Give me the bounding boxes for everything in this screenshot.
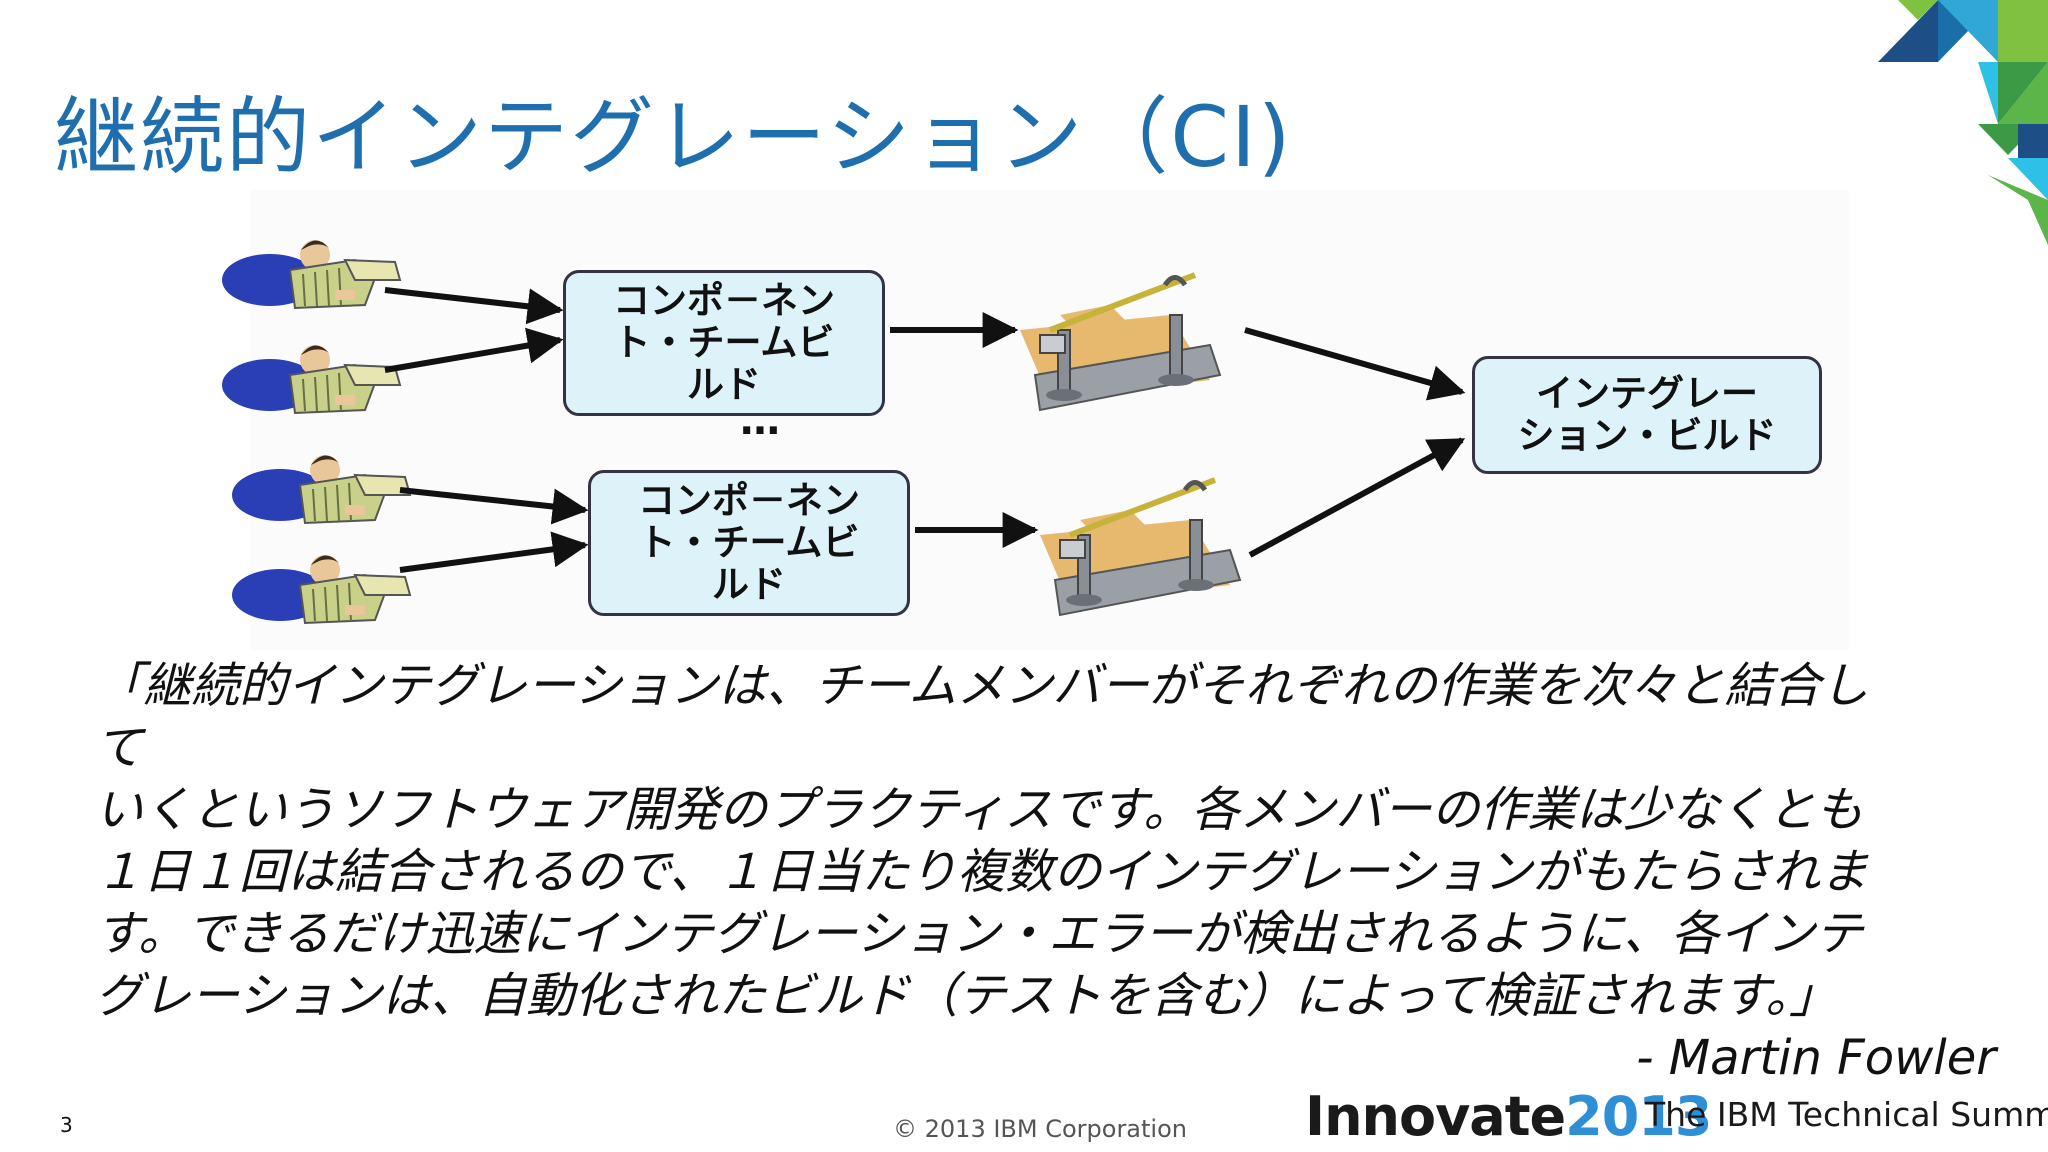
box-label-line: コンポ－ネン xyxy=(638,479,860,522)
deco-tri xyxy=(1878,0,1938,62)
brand-name: Innovate xyxy=(1305,1085,1566,1148)
deco-tri xyxy=(1938,0,1998,62)
component-build-box-2: コンポ－ネン ト・チームビ ルド xyxy=(588,470,910,616)
page-number: 3 xyxy=(60,1113,73,1137)
box-label-line: ルド xyxy=(687,363,761,406)
test-bench-icon xyxy=(1040,480,1240,615)
ci-diagram xyxy=(221,239,1466,624)
slide-title: 継続的インテグレーション（CI) xyxy=(54,88,1293,186)
developer-icon xyxy=(221,344,401,414)
deco-tri xyxy=(1988,175,2048,245)
deco-tri xyxy=(1998,0,2048,62)
brand-year: 2013 xyxy=(1565,1085,1712,1148)
developer-icon xyxy=(231,454,411,524)
tagline: The IBM Technical Summit xyxy=(1645,1095,2048,1134)
deco-tri xyxy=(1898,0,1938,20)
ellipsis: … xyxy=(740,398,784,444)
deco-tri xyxy=(2008,158,2048,200)
quote-line: １日１回は結合されるので、１日当たり複数のインテグレーションがもたらされま xyxy=(95,844,1869,900)
developer-icon xyxy=(221,239,401,309)
test-bench-icon xyxy=(1020,275,1220,410)
arrow xyxy=(399,487,589,525)
quote-author: - Martin Fowler xyxy=(1636,1030,1996,1086)
box-label-line: ト・チームビ xyxy=(613,321,835,364)
quote-line: す。できるだけ迅速にインテグレーション・エラーが検出されるように、各インテ xyxy=(95,906,1863,962)
deco-tri xyxy=(1978,62,1998,124)
box-label-line: ルド xyxy=(712,563,786,606)
quote-line: グレーションは、自動化されたビルド（テストを含む）によって検証されます。」 xyxy=(95,968,1838,1024)
box-label-line: コンポ－ネン xyxy=(613,279,835,322)
copyright: © 2013 IBM Corporation xyxy=(893,1115,1187,1143)
deco-tri xyxy=(2018,124,2048,158)
arrow xyxy=(399,531,589,573)
quote-line: 「継続的インテグレーションは、チームメンバーがそれぞれの作業を次々と結合し xyxy=(95,658,1869,714)
developer-icon xyxy=(231,554,411,624)
box-label-line: ション・ビルド xyxy=(1517,414,1777,457)
deco-tri xyxy=(1998,62,2048,124)
quote-block: 「継続的インテグレーションは、チームメンバーがそれぞれの作業を次々と結合し て … xyxy=(95,655,1995,1027)
corner-decoration xyxy=(1878,0,2048,245)
quote-line: て xyxy=(95,720,144,776)
box-label-line: インテグレー xyxy=(1536,372,1758,415)
arrow xyxy=(1248,437,1466,558)
arrow xyxy=(384,327,564,373)
arrow xyxy=(1244,327,1466,401)
arrow xyxy=(384,287,564,325)
integration-build-box: インテグレー ション・ビルド xyxy=(1472,356,1822,474)
innovate-logo: Innovate2013 xyxy=(1305,1085,1712,1148)
component-build-box-1: コンポ－ネン ト・チームビ ルド xyxy=(563,270,885,416)
box-label-line: ト・チームビ xyxy=(638,521,860,564)
quote-line: いくというソフトウェア開発のプラクティスです。各メンバーの作業は少なくとも xyxy=(95,782,1864,838)
